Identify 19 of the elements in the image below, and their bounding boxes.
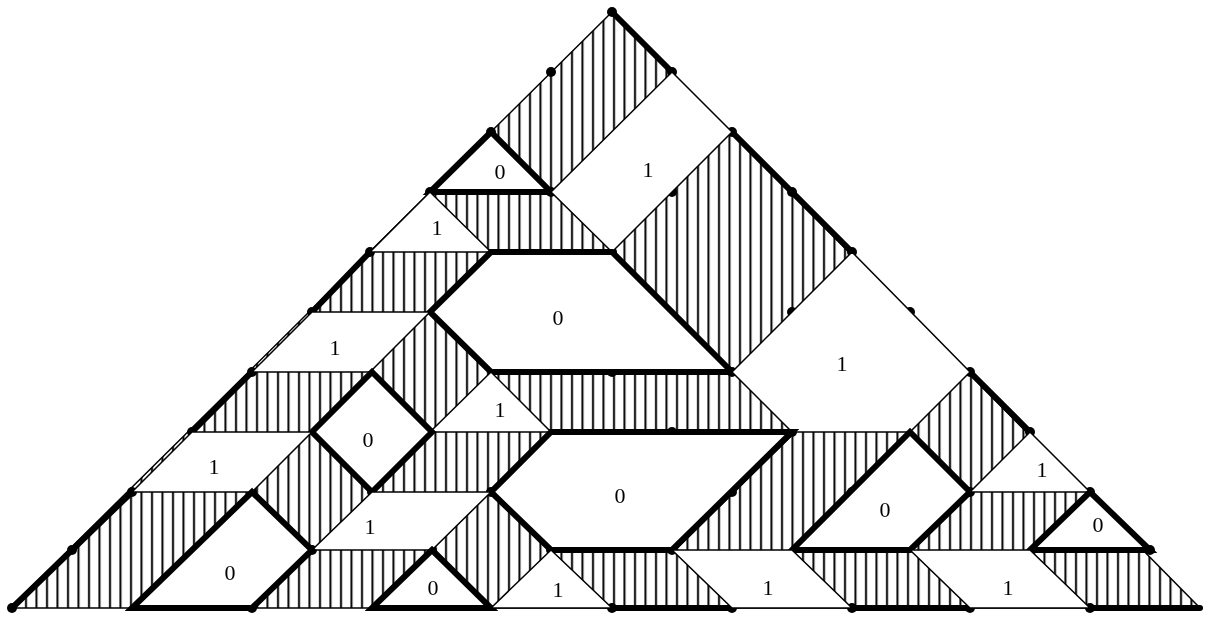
region-number: 1 xyxy=(642,159,654,181)
region-number: 1 xyxy=(552,579,564,601)
region-number: 1 xyxy=(329,337,341,359)
region-number: 1 xyxy=(494,399,506,421)
region-number: 0 xyxy=(224,562,236,584)
region-number: 0 xyxy=(427,577,439,599)
region-number: 1 xyxy=(208,456,220,478)
region-number: 1 xyxy=(836,353,848,375)
region-number: 1 xyxy=(364,516,376,538)
region-number: 0 xyxy=(614,485,626,507)
region-number: 0 xyxy=(552,307,564,329)
region-number: 0 xyxy=(1092,514,1104,536)
region-number: 0 xyxy=(362,429,374,451)
region-number: 1 xyxy=(1002,577,1014,599)
region-number: 0 xyxy=(879,499,891,521)
region-number: 1 xyxy=(762,577,774,599)
region-number: 1 xyxy=(1036,459,1048,481)
region-number: 0 xyxy=(494,161,506,183)
region-number: 1 xyxy=(431,217,443,239)
